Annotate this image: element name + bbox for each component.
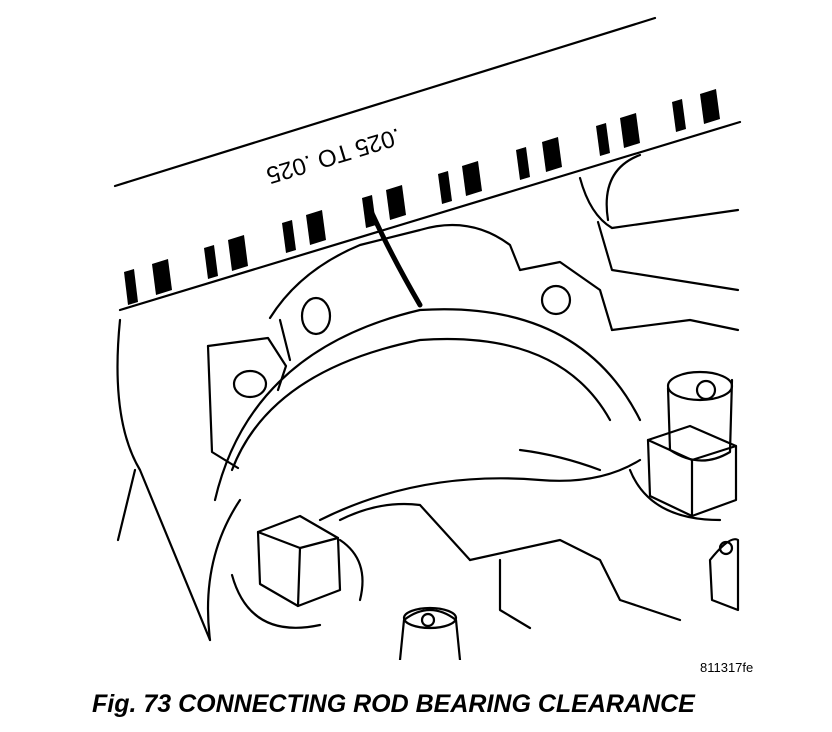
scale-bars <box>124 89 720 305</box>
rod-bolt-nut-right <box>628 370 738 522</box>
reference-code: 811317fe <box>700 660 754 675</box>
connecting-rod-cap <box>206 308 682 642</box>
figure-caption: Fig. 73 CONNECTING ROD BEARING CLEARANCE <box>92 690 695 718</box>
plastigage-scale: .025 TO .025 <box>113 16 742 312</box>
bearing-clearance-illustration: .025 TO .025 <box>113 16 742 660</box>
crankshaft-journal <box>116 153 740 642</box>
rod-bolt-nut-bottom <box>398 538 740 660</box>
rod-bolt-nut-left <box>230 514 364 629</box>
